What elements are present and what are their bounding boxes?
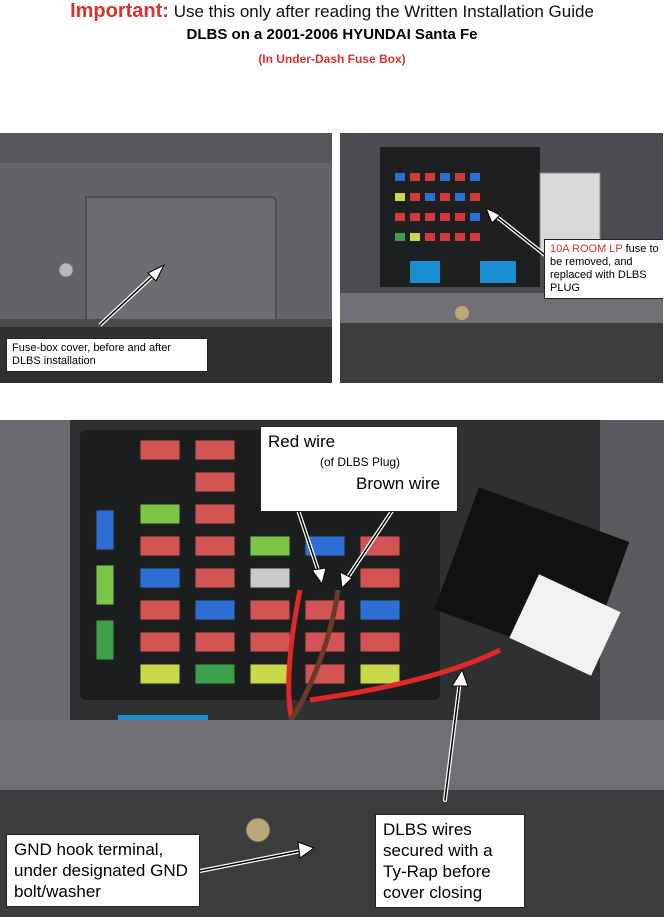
callout-gnd-terminal: GND hook terminal, under designated GND … [6,834,200,907]
page-subtitle: (In Under-Dash Fuse Box) [258,52,406,66]
label-red-wire-sub: (of DLBS Plug) [320,455,401,469]
photo-installation-closeup: Red wire (of DLBS Plug) Brown wire GND h… [0,420,664,917]
page-title: DLBS on a 2001-2006 HYUNDAI Santa Fe [186,26,478,43]
important-label: Important: [70,0,169,22]
callout-dlbs-wires: DLBS wires secured with a Ty-Rap before … [375,814,525,908]
photo-fusebox-cover: Fuse-box cover, before and after DLBS in… [0,133,332,383]
callout-wires: Red wire (of DLBS Plug) Brown wire [260,426,458,512]
pointer-arrow [98,263,166,327]
photo-fusebox-open: 10A ROOM LP fuse to be removed, and repl… [340,133,663,383]
important-text: Use this only after reading the Written … [173,2,594,21]
important-notice: Important: Use this only after reading t… [0,0,664,23]
callout-room-lp-fuse: 10A ROOM LP fuse to be removed, and repl… [544,239,663,299]
callout-text: fuse to be removed, and replaced with DL… [550,243,659,294]
callout-highlight: 10A ROOM LP [550,243,623,255]
pointer-arrow [485,206,547,257]
label-red-wire: Red wire [268,432,336,451]
label-brown-wire: Brown wire [356,474,441,493]
callout-cover: Fuse-box cover, before and after DLBS in… [6,338,208,372]
